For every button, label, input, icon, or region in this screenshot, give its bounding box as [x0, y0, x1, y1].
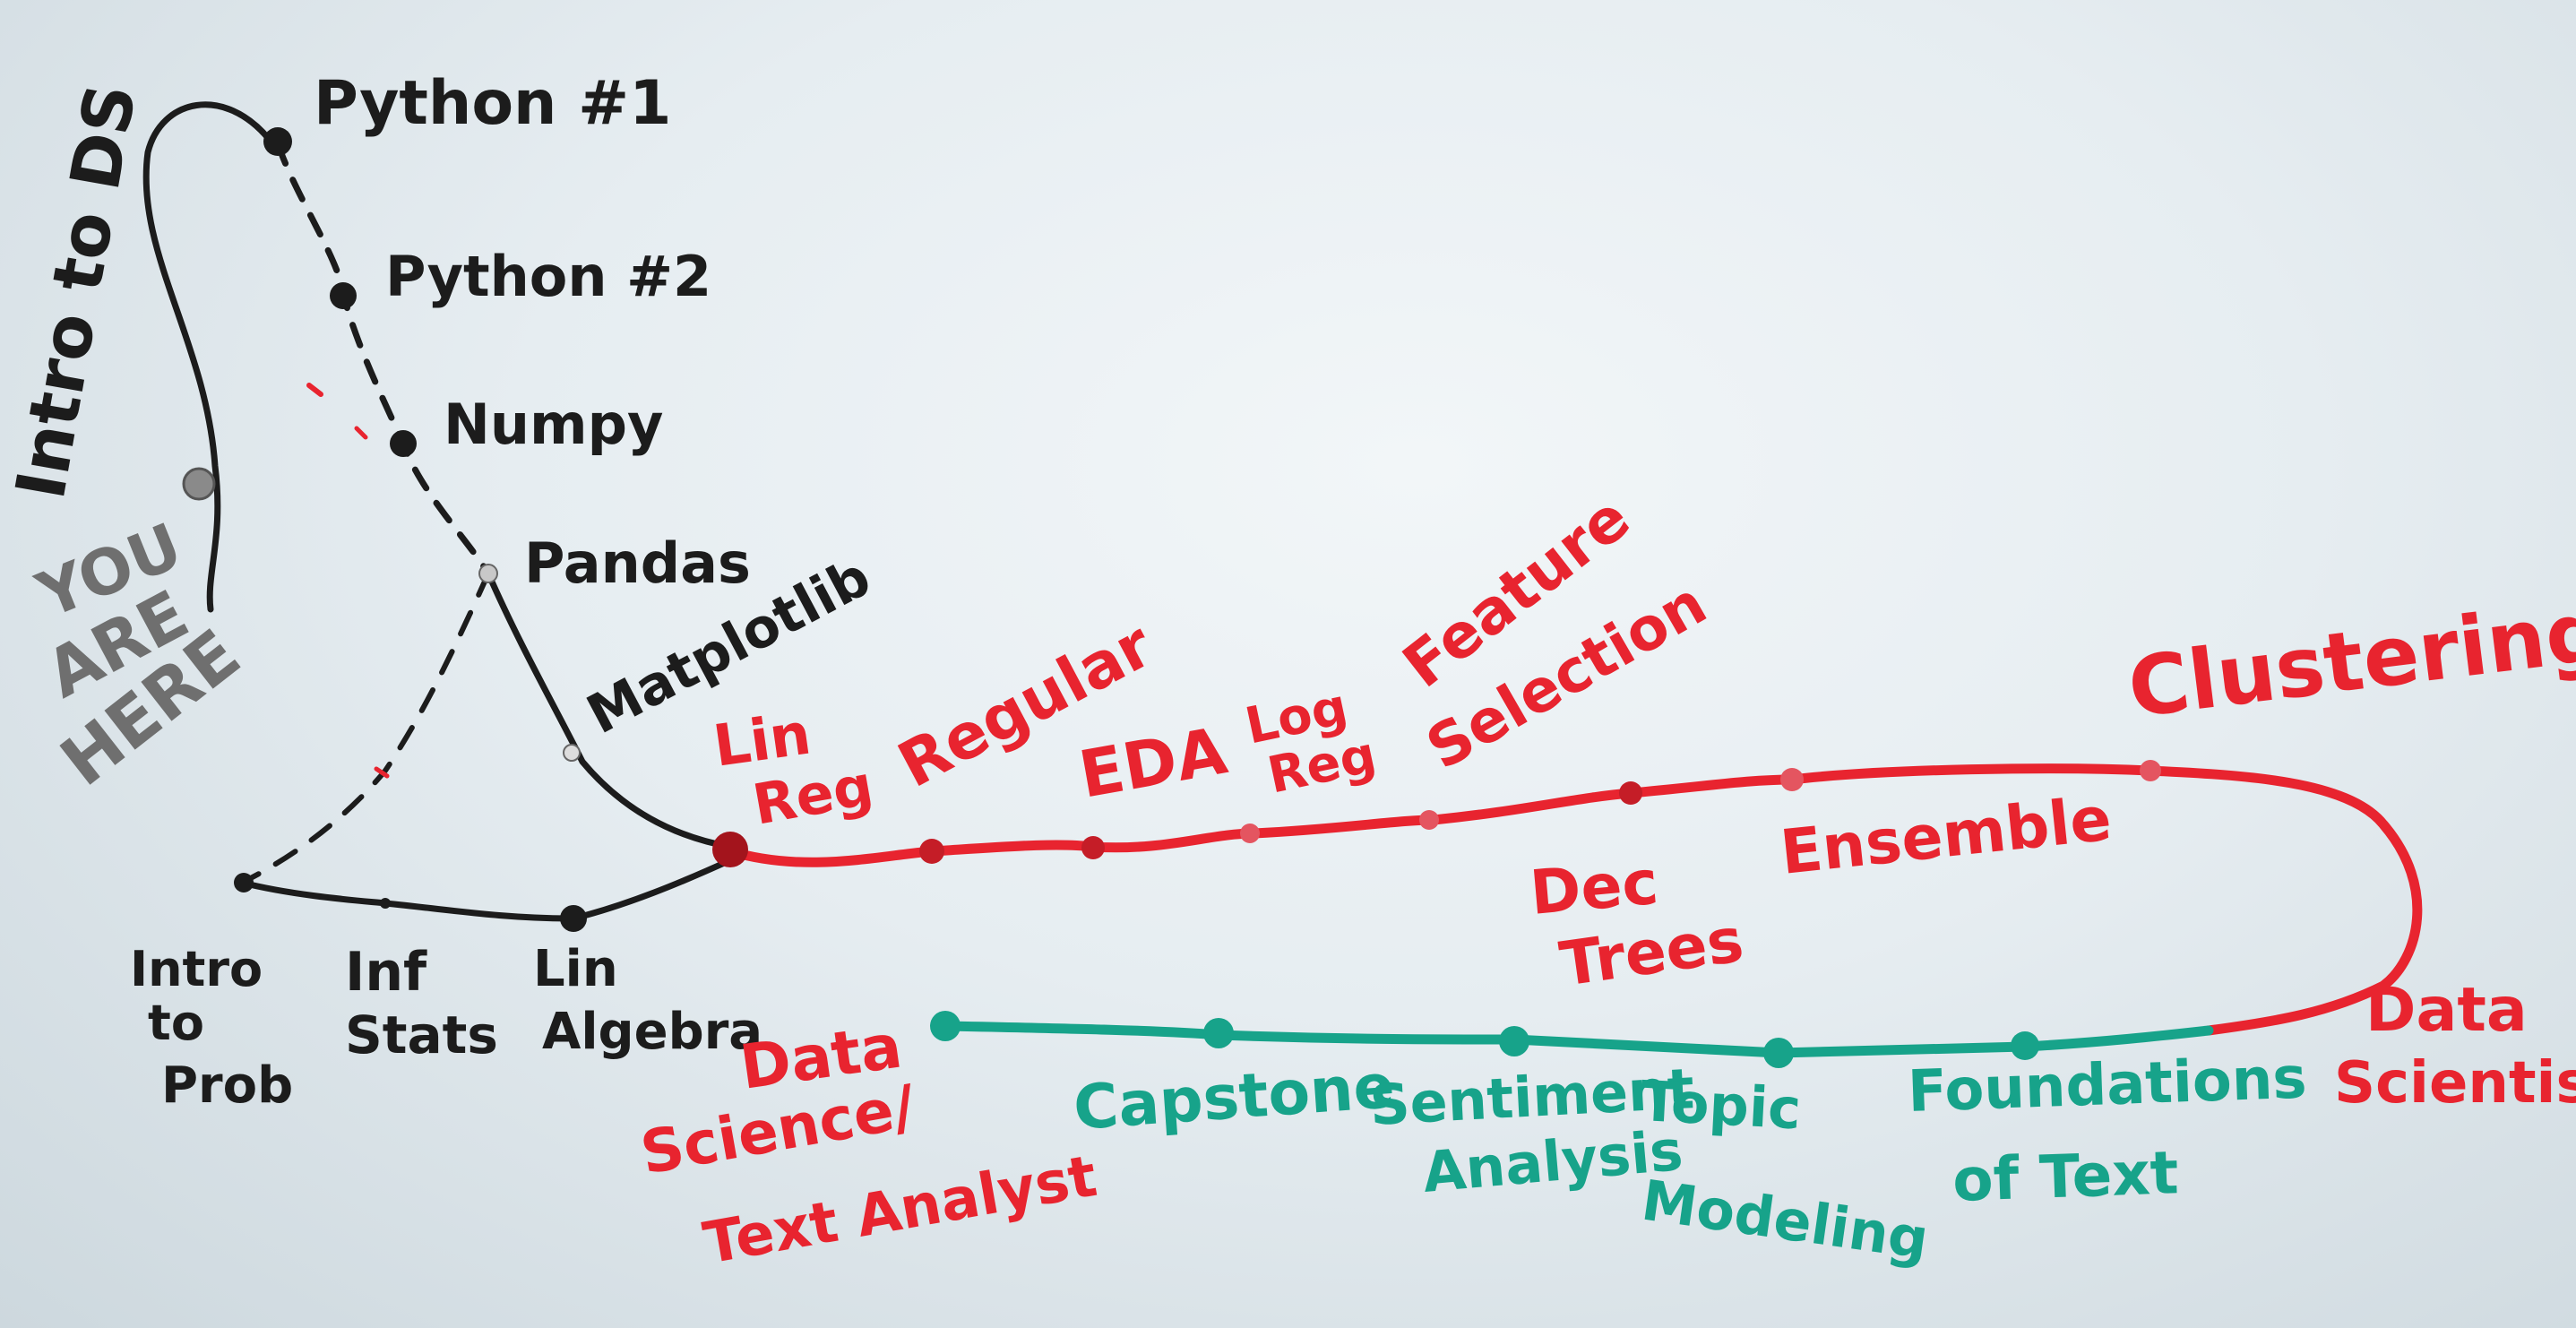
regular-node — [919, 839, 944, 864]
topic-node — [1763, 1038, 1794, 1068]
ensemble-node — [1780, 768, 1804, 791]
foundation-label-1: Foundations — [1907, 1045, 2308, 1125]
capstone-label: Capstone — [1072, 1051, 1397, 1144]
clustering-label: Clustering — [2124, 583, 2576, 737]
numpy-node — [390, 430, 417, 457]
red-tick-mark-2 — [354, 426, 368, 440]
feature-sel-node — [1419, 810, 1439, 830]
foundation-label-2: of Text — [1951, 1138, 2180, 1215]
intro-prob-node — [234, 873, 254, 893]
topic-label-2: Modeling — [1638, 1168, 1933, 1272]
python2-node — [330, 282, 357, 309]
inf-stats-label-2: Stats — [345, 1005, 498, 1065]
intro-loop-line — [142, 101, 272, 613]
lin-alg-label-1: Lin — [533, 940, 618, 998]
intro-node — [182, 467, 216, 501]
pandas-to-prob-dashed-line — [239, 571, 491, 885]
intro-prob-label-2: to — [148, 995, 204, 1051]
red-tick-mark — [306, 383, 323, 397]
inf-stats-label-1: Inf — [345, 941, 427, 1004]
python2-label: Python #2 — [385, 244, 711, 309]
data-scientist-label-1: Data — [2365, 975, 2528, 1046]
dec-trees-node — [1619, 781, 1642, 805]
math-row-line — [238, 857, 734, 922]
intro-prob-label-3: Prob — [161, 1056, 293, 1115]
matplotlib-node — [563, 744, 581, 762]
dec-trees-label-1: Dec — [1528, 848, 1661, 929]
topic-label-1: Topic — [1639, 1068, 1803, 1142]
eda-label: EDA — [1073, 712, 1232, 812]
red-tick-mark-3 — [374, 766, 390, 779]
eda-node — [1081, 836, 1105, 859]
pandas-node — [478, 564, 498, 583]
clustering-node — [2140, 760, 2161, 781]
intro-to-ds-label: Intro to DS — [0, 78, 151, 504]
sentiment-node — [1499, 1026, 1529, 1056]
lin-reg-label-1: Lin — [710, 701, 815, 780]
log-reg-node — [1240, 824, 1260, 843]
pandas-label: Pandas — [524, 530, 751, 596]
python1-label: Python #1 — [314, 68, 671, 139]
python1-node — [263, 127, 292, 156]
inf-stats-node — [380, 898, 391, 909]
lin-reg-node — [712, 832, 748, 867]
lin-alg-label-2: Algebra — [542, 1003, 762, 1061]
ensemble-label: Ensemble — [1778, 784, 2115, 889]
numpy-label: Numpy — [444, 392, 663, 457]
intro-prob-label-1: Intro — [130, 941, 263, 997]
lin-alg-node — [560, 905, 587, 932]
python-chain-dashed-line — [274, 140, 492, 577]
red-track-line — [725, 763, 2423, 1036]
foundation-node — [2011, 1031, 2039, 1060]
pandas-to-linreg-line — [485, 570, 734, 850]
data-scientist-label-2: Scientist — [2334, 1050, 2576, 1117]
capstone-node — [1203, 1018, 1234, 1048]
text-analyst-node — [930, 1011, 961, 1041]
